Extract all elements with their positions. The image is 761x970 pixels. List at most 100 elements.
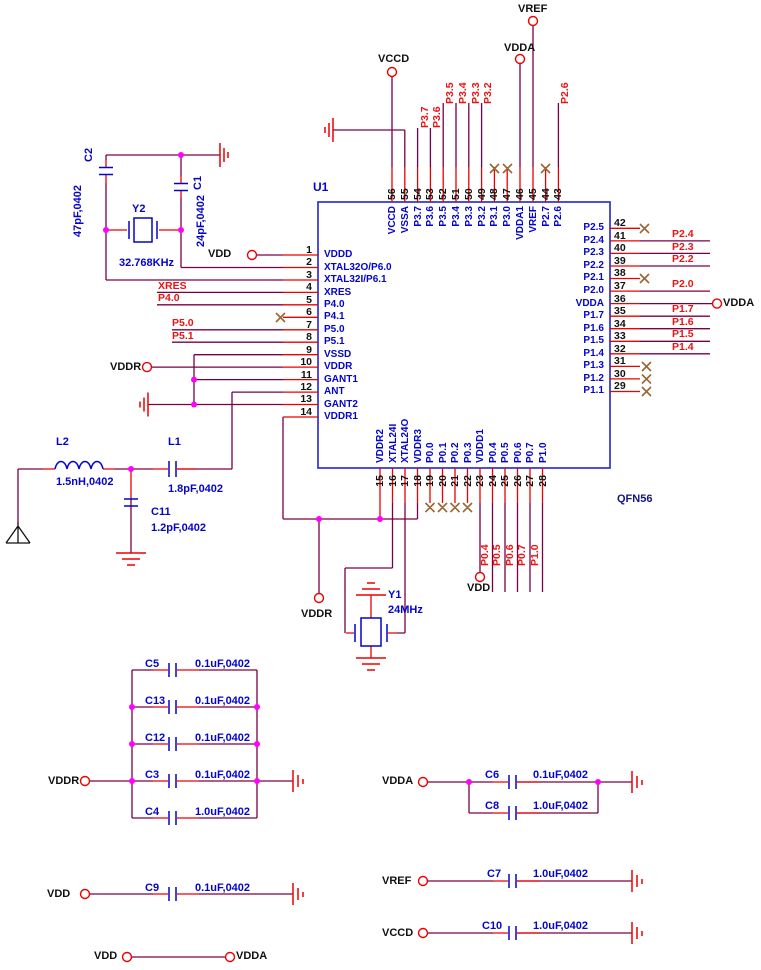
pin-number: 56 — [386, 188, 398, 200]
cap-ref: C4 — [145, 806, 160, 818]
cap-ref: C3 — [145, 769, 160, 781]
pin-number: 18 — [411, 475, 424, 487]
ref-c2: C2 — [83, 147, 95, 162]
pin-number: 43 — [552, 188, 565, 200]
pin-number: 50 — [462, 188, 475, 200]
net-label-p0-4: P0.4 — [479, 544, 491, 566]
caps-right — [508, 775, 517, 940]
ref-l2: L2 — [56, 436, 69, 448]
pin-name: VDDR3 — [412, 429, 424, 463]
pin-name: P0.3 — [462, 442, 474, 463]
ref-c6: C6 — [485, 769, 500, 781]
pin-number: 16 — [386, 475, 399, 487]
pin-number: 36 — [614, 292, 626, 305]
ref-c11: C11 — [151, 506, 171, 518]
power-vdd-c9: VDD — [47, 888, 71, 900]
pin-name: VDDD — [324, 249, 353, 261]
power-vref-top: VREF — [518, 3, 548, 15]
pin-name: XTAL32O/P6.0 — [324, 261, 392, 273]
ref-y1: Y1 — [388, 589, 402, 601]
net-label-p3-5: P3.5 — [444, 82, 456, 104]
value-y2: 32.768KHz — [119, 257, 175, 269]
net-label-p3-7: P3.7 — [419, 106, 431, 128]
cap-bank — [168, 663, 177, 825]
net-label-p2-2: P2.2 — [672, 253, 694, 265]
ref-y2: Y2 — [132, 203, 146, 215]
pin-number: 46 — [513, 188, 526, 200]
pin-name: P3.0 — [502, 206, 514, 227]
net-wires — [17, 25, 713, 958]
net-label-p1-4: P1.4 — [672, 340, 694, 353]
cap-value: 0.1uF,0402 — [195, 695, 251, 707]
pin-number: 25 — [499, 475, 511, 487]
pin-name: XTAL32I/P6.1 — [324, 274, 387, 286]
pin-name: P1.2 — [583, 372, 604, 384]
net-label-p1-5: P1.5 — [672, 328, 694, 340]
pin-name: VDDA — [575, 297, 604, 309]
pin-name: GANT2 — [324, 398, 358, 410]
pin-name: VDDR — [324, 361, 353, 373]
pin-name: P0.6 — [512, 442, 524, 463]
power-terminals — [79, 15, 723, 963]
pin-name: VDDA1 — [514, 206, 526, 240]
net-label-p4-0: P4.0 — [158, 292, 180, 304]
pin-number: 24 — [486, 475, 499, 487]
value-c8: 1.0uF,0402 — [533, 800, 589, 812]
ref-c1: C1 — [192, 175, 204, 190]
net-label-p0-5: P0.5 — [491, 544, 503, 566]
pin-number: 39 — [614, 254, 626, 267]
pin-number: 22 — [461, 475, 474, 487]
pin-number: 35 — [614, 305, 626, 318]
pin-name: P2.4 — [583, 234, 604, 246]
power-vccd-c10: VCCD — [382, 927, 414, 939]
pin-number: 40 — [614, 242, 626, 255]
value-c6: 0.1uF,0402 — [533, 769, 589, 781]
pin-number: 8 — [306, 331, 312, 344]
net-label-p2-0: P2.0 — [672, 278, 694, 290]
pin-number: 51 — [449, 188, 462, 200]
pin-number: 21 — [449, 475, 461, 487]
pin-number: 52 — [437, 188, 450, 200]
pin-name: P1.3 — [583, 360, 604, 372]
pin-name: VSSD — [324, 348, 352, 360]
pin-number: 54 — [411, 188, 424, 200]
no-connect-marks — [275, 163, 652, 513]
pin-number: 37 — [614, 280, 626, 293]
pin-number: 6 — [306, 306, 312, 319]
cap-value: 0.1uF,0402 — [195, 658, 251, 670]
pin-number: 13 — [300, 393, 312, 406]
power-vdd-bottom: VDD — [94, 950, 118, 962]
cap-ref: C12 — [145, 732, 166, 744]
pin-name: VSSA — [399, 206, 411, 234]
pin-number: 45 — [526, 188, 539, 200]
net-label-p5-0: P5.0 — [172, 317, 194, 329]
net-label-p3-3: P3.3 — [470, 82, 482, 104]
ground-symbols — [116, 118, 643, 944]
inductor-l2 — [54, 460, 104, 470]
pin-number: 31 — [614, 355, 626, 368]
value-c1: 24pF,0402 — [195, 195, 207, 247]
pin-name: VDDD1 — [475, 429, 486, 463]
pin-name: GANT1 — [324, 373, 358, 385]
pin-number: 30 — [614, 367, 626, 380]
net-label-p3-6: P3.6 — [431, 106, 443, 128]
value-c9: 0.1uF,0402 — [195, 882, 251, 894]
pin-number: 17 — [399, 475, 411, 487]
pin-number: 5 — [306, 293, 312, 306]
pin-name: P0.1 — [437, 442, 449, 463]
power-vddr-mid: VDDR — [301, 608, 333, 620]
value-c7: 1.0uF,0402 — [533, 868, 589, 880]
pin-name: P2.1 — [583, 272, 604, 284]
pin-number: 20 — [436, 475, 449, 487]
junction-dots — [103, 152, 601, 785]
ref-c10: C10 — [482, 920, 503, 932]
pin-name: P3.3 — [463, 206, 475, 227]
crystal-y1 — [354, 617, 388, 647]
